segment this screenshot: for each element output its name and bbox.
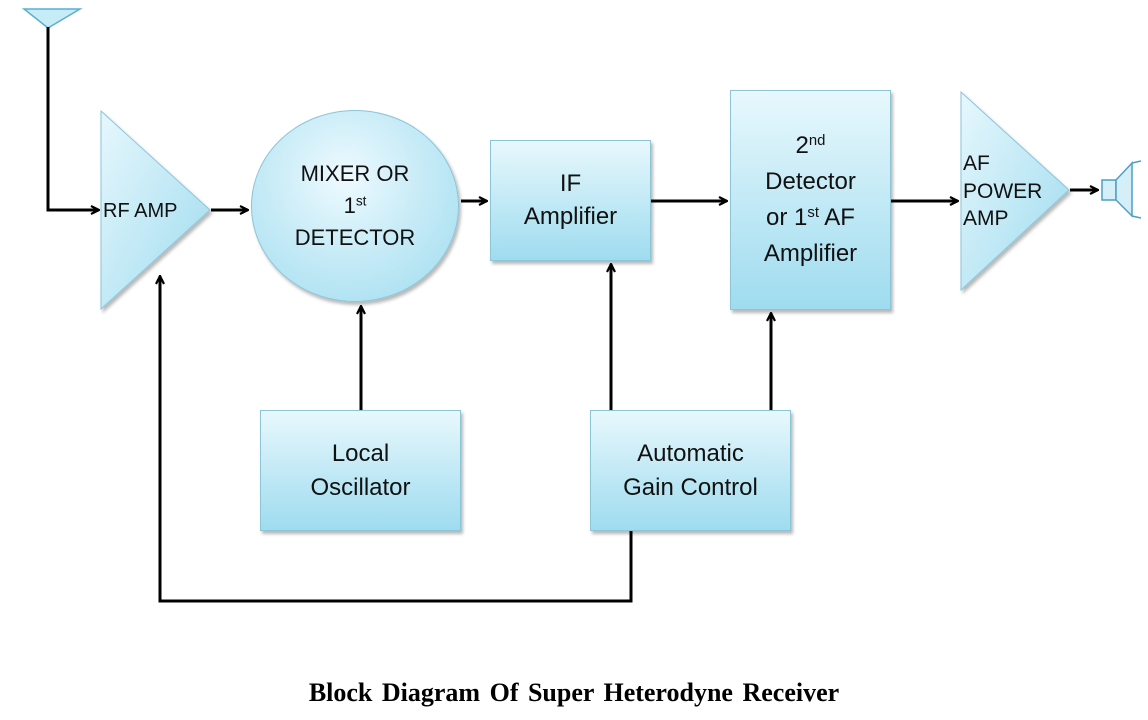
af-line2: POWER bbox=[963, 179, 1043, 203]
agc-line2: Gain Control bbox=[623, 473, 758, 501]
detector-line2: Detector bbox=[765, 168, 856, 195]
mixer-line3: DETECTOR bbox=[294, 224, 416, 250]
local-oscillator-block: Local Oscillator bbox=[260, 410, 461, 531]
mixer-line2-base: 1 bbox=[343, 193, 356, 219]
mixer-line2: 1st bbox=[295, 190, 416, 222]
agc-to-rf-amp-wire bbox=[160, 276, 633, 603]
mixer-line1: MIXER OR bbox=[300, 161, 410, 187]
diagram-caption: Block Diagram Of Super Heterodyne Receiv… bbox=[308, 678, 840, 707]
rf-amp-shape bbox=[100, 109, 211, 311]
detector-line3-pre: or 1 bbox=[766, 204, 808, 231]
agc-line1: Automatic bbox=[637, 439, 744, 467]
second-detector-block: 2nd Detector or 1st AF Amplifier bbox=[730, 90, 891, 310]
oscillator-line2: Oscillator bbox=[310, 473, 411, 501]
antenna-icon bbox=[21, 8, 83, 29]
rf-amp-text: RF AMP bbox=[103, 200, 178, 222]
mixer-block: MIXER OR 1st DETECTOR bbox=[251, 110, 459, 302]
detector-line1: 2nd bbox=[764, 128, 857, 164]
agc-block: Automatic Gain Control bbox=[590, 410, 791, 531]
if-amplifier-block: IF Amplifier bbox=[490, 140, 651, 261]
af-power-amp-label: AF POWER AMP bbox=[963, 150, 1042, 233]
af-power-amp-shape bbox=[960, 90, 1070, 292]
mixer-line2-sup: st bbox=[355, 193, 367, 209]
detector-line3-sup: st bbox=[807, 204, 819, 221]
detector-line1-base: 2 bbox=[795, 132, 809, 159]
detector-line3: or 1st AF bbox=[764, 200, 857, 236]
if-amp-line1: IF bbox=[559, 170, 582, 198]
detector-line4: Amplifier bbox=[763, 240, 858, 267]
rf-amp-label: RF AMP bbox=[103, 198, 177, 224]
speaker-icon bbox=[1101, 160, 1142, 219]
oscillator-line1: Local bbox=[331, 439, 390, 467]
detector-line1-sup: nd bbox=[808, 132, 826, 149]
antenna-to-rf-amp-wire bbox=[46, 27, 99, 210]
if-amp-line2: Amplifier bbox=[523, 202, 618, 230]
af-line1: AF bbox=[963, 152, 990, 175]
af-line3: AMP bbox=[963, 207, 1009, 231]
detector-line3-post: AF bbox=[818, 204, 855, 231]
